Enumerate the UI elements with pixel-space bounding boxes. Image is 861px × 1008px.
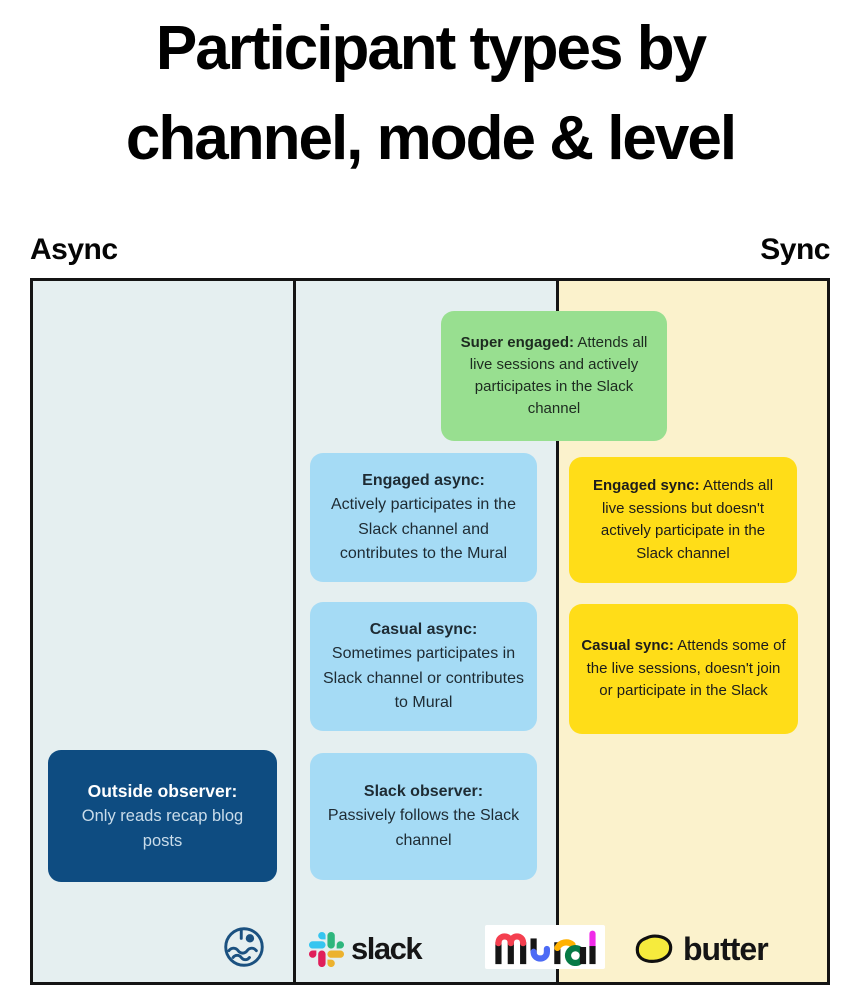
card-slack-observer-title: Slack observer: [363,783,484,801]
butter-wordmark: butter [683,931,769,967]
card-engaged-async-body: Actively participates in the Slack chann… [331,496,516,562]
card-casual-sync: Casual sync: Attends some of the live se… [569,604,798,734]
card-outside-observer: Outside observer: Only reads recap blog … [48,750,277,882]
card-casual-async-body: Sometimes participates in Slack channel … [323,645,524,711]
circle-waves-icon [224,927,264,967]
card-engaged-sync-title: Engaged sync: [592,477,700,494]
card-outside-observer-title: Outside observer: [87,781,238,802]
slack-hash-icon [309,931,344,967]
recap-blog-logo-icon [223,926,265,968]
participant-grid: Super engaged: Attends all live sessions… [30,278,830,985]
card-casual-sync-title: Casual sync: [581,637,674,655]
axis-label-async: Async [30,233,118,266]
card-super-engaged-title: Super engaged: [460,333,574,351]
card-slack-observer-body: Passively follows the Slack channel [327,807,520,849]
page-title: Participant types by channel, mode & lev… [0,4,861,184]
slack-logo: slack [309,931,423,967]
page-title-line-1: Participant types by [155,14,707,83]
card-engaged-async: Engaged async: Actively participates in … [310,453,537,582]
page-title-line-2: channel, mode & level [125,104,737,173]
card-super-engaged-body: Attends all live sessions and actively p… [469,333,648,418]
card-casual-async: Casual async: Sometimes participates in … [310,602,537,731]
card-engaged-sync-body: Attends all live sessions but doesn't ac… [600,477,774,562]
card-super-engaged: Super engaged: Attends all live sessions… [441,311,667,441]
card-engaged-sync: Engaged sync: Attends all live sessions … [569,457,797,583]
axis-label-sync: Sync [760,233,830,266]
butter-logo: butter [633,931,769,968]
card-casual-sync-body: Attends some of the live sessions, doesn… [586,637,786,700]
card-casual-async-title: Casual async: [369,620,478,638]
card-slack-observer: Slack observer: Passively follows the Sl… [310,753,537,880]
butter-blob-icon [635,934,673,963]
card-outside-observer-body: Only reads recap blog posts [81,807,244,851]
mural-wordmark-icon [495,930,596,966]
mural-logo [485,925,605,969]
slack-wordmark: slack [351,931,423,966]
card-engaged-async-title: Engaged async: [362,471,485,489]
